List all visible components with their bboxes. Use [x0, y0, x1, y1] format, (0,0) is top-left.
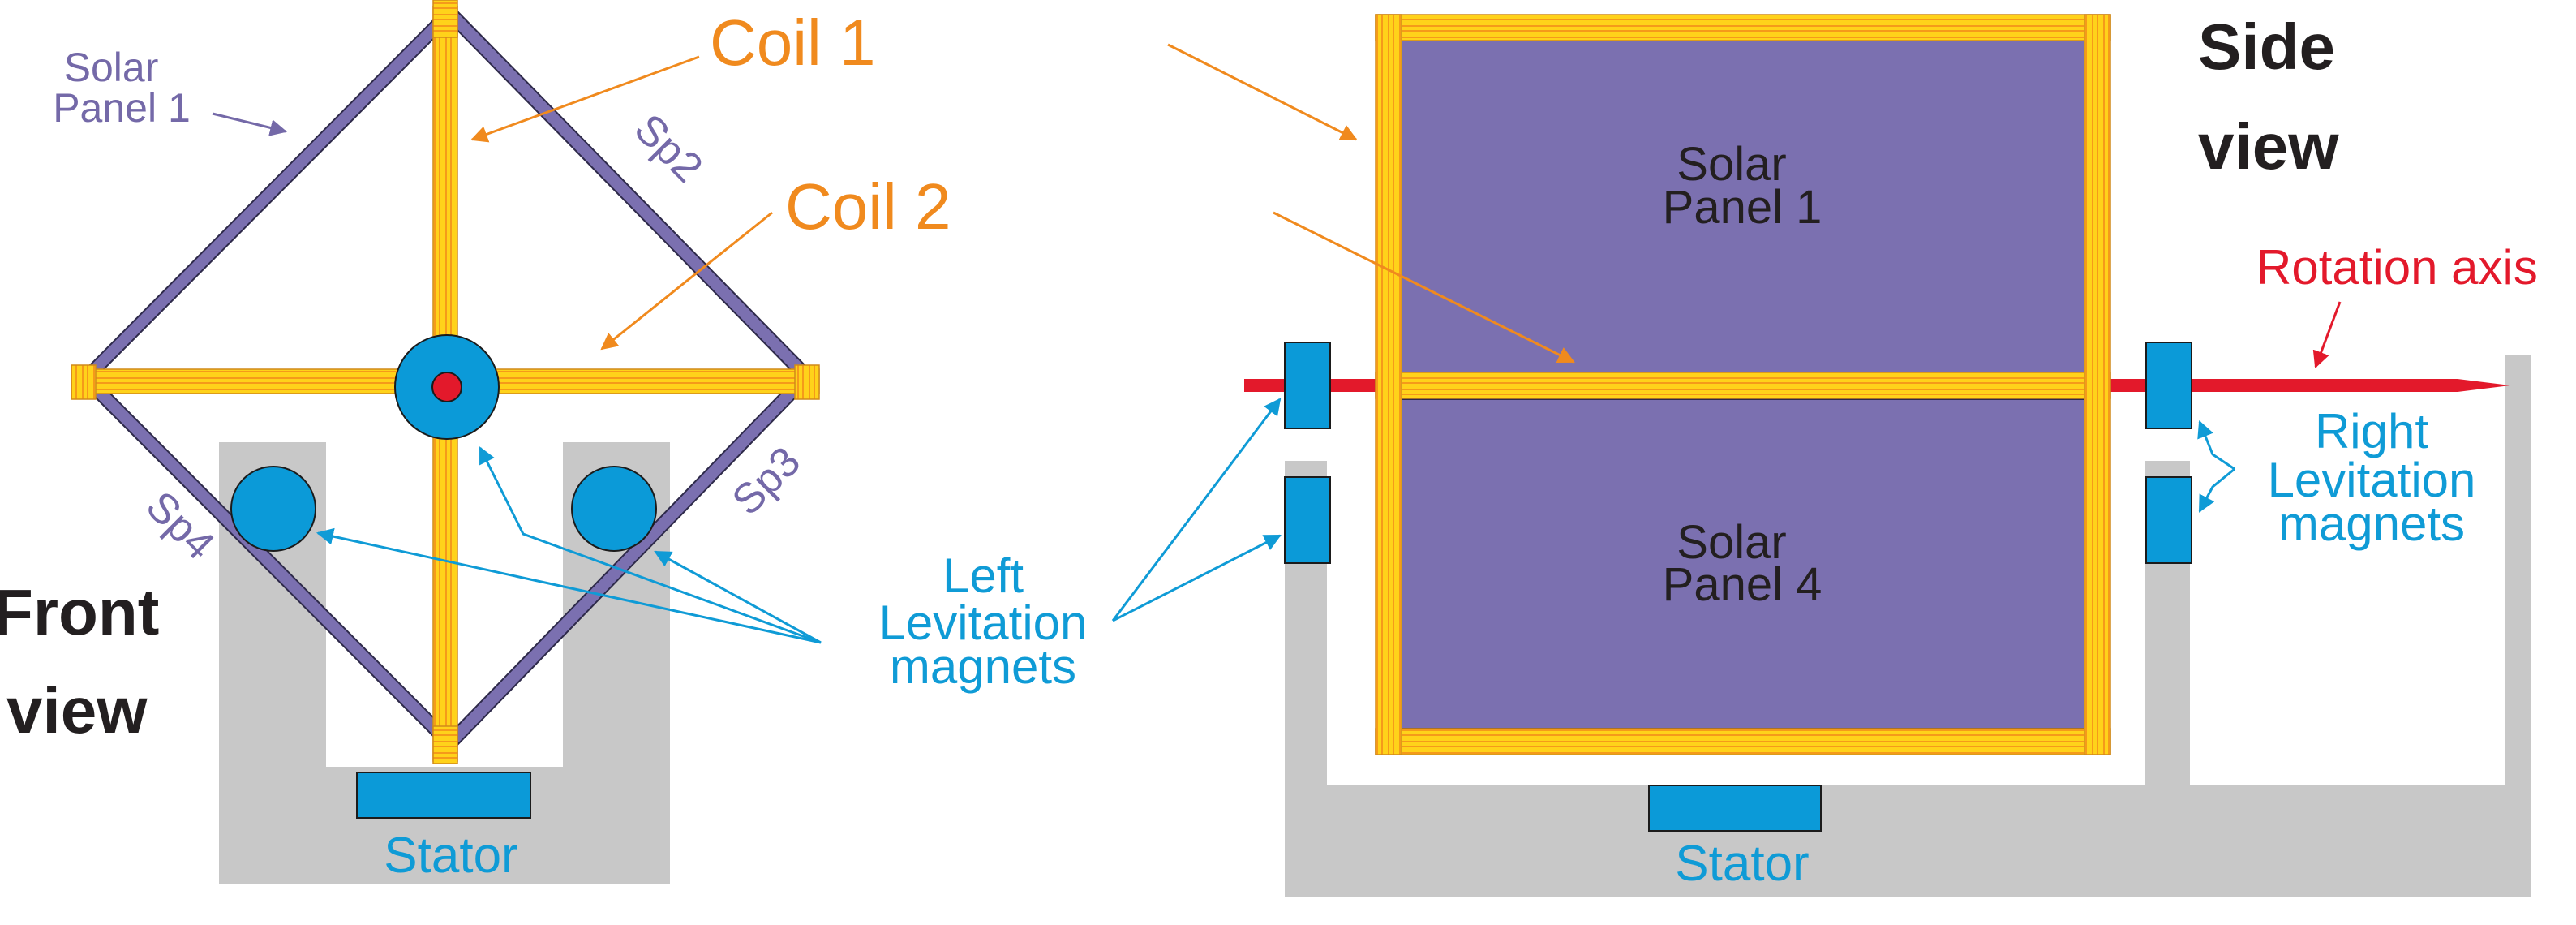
side-solar-panel-4-label-2: Panel 4	[1663, 558, 1823, 611]
coil-2-label: Coil 2	[785, 170, 951, 243]
front-right-levitation-magnet	[571, 466, 657, 552]
front-solar-panels	[78, 6, 813, 750]
side-coil-left	[1375, 14, 1402, 755]
front-stator-housing	[219, 442, 670, 884]
front-solar-panel-1-label-2: Panel 1	[53, 85, 191, 131]
coil-end-top	[432, 0, 458, 38]
side-solar-panel-1-label: Solar	[1677, 138, 1786, 191]
front-stator-magnet	[356, 772, 531, 819]
side-view-title-2: view	[2198, 110, 2339, 183]
front-magnet-pointers	[316, 446, 822, 644]
side-view	[1111, 14, 2531, 897]
front-view-title-2: view	[6, 674, 148, 746]
side-solar-panel-1	[1391, 38, 2095, 374]
left-magnet-pointers	[1111, 398, 1282, 622]
side-solar-panel-4-label: Solar	[1677, 516, 1786, 569]
side-coil-bottom	[1375, 728, 2111, 755]
side-coil-1-pointer	[1167, 43, 1358, 141]
front-view	[71, 0, 822, 884]
labels: Solar Panel 1 Sp2 Sp3 Sp4 Coil 1 Coil 2 …	[0, 6, 2538, 892]
side-solar-panel-4	[1391, 398, 2095, 729]
side-rotation-axis-tip	[2458, 379, 2510, 392]
right-magnets-label-3: magnets	[2278, 497, 2465, 551]
side-view-title: Side	[2198, 11, 2335, 83]
right-magnets-label: Right	[2315, 404, 2428, 458]
coil-end-bottom	[432, 725, 458, 764]
front-stator-label: Stator	[384, 828, 517, 884]
coil-end-left	[71, 364, 97, 400]
side-stator-housing	[1285, 355, 2531, 897]
coil-2-pointer	[600, 211, 773, 351]
side-coil-top	[1375, 14, 2111, 41]
side-right-magnet-upper	[2145, 342, 2192, 429]
rotation-axis-label: Rotation axis	[2256, 240, 2538, 295]
right-magnet-pointers	[2197, 420, 2235, 513]
front-solar-panel-1-label: Solar	[64, 45, 159, 90]
side-coil-2-pointer	[1273, 211, 1575, 364]
side-stator-magnet	[1648, 785, 1822, 832]
solar-panel-1-pointer	[212, 112, 288, 136]
left-magnets-label-2: Levitation	[879, 596, 1088, 650]
coil-end-right	[794, 364, 820, 400]
sp2-label: Sp2	[625, 105, 711, 191]
right-magnets-label-2: Levitation	[2268, 453, 2476, 507]
left-magnets-label: Left	[942, 549, 1024, 603]
front-left-levitation-magnet	[230, 466, 316, 552]
side-coil-middle	[1375, 372, 2111, 399]
side-stator-label: Stator	[1675, 836, 1809, 892]
coil-1-label: Coil 1	[710, 6, 876, 79]
side-coil-right	[2084, 14, 2111, 755]
front-view-title: Front	[0, 576, 159, 648]
front-rotation-axis	[431, 372, 462, 402]
rotation-axis-pointer	[2312, 301, 2342, 368]
coil-1-pointer	[470, 55, 700, 143]
side-left-magnet-lower	[1284, 476, 1331, 564]
side-solar-panel-1-label-2: Panel 1	[1663, 181, 1823, 234]
side-left-magnet-upper	[1284, 342, 1331, 429]
side-right-magnet-lower	[2145, 476, 2192, 564]
left-magnets-label-3: magnets	[890, 639, 1076, 694]
